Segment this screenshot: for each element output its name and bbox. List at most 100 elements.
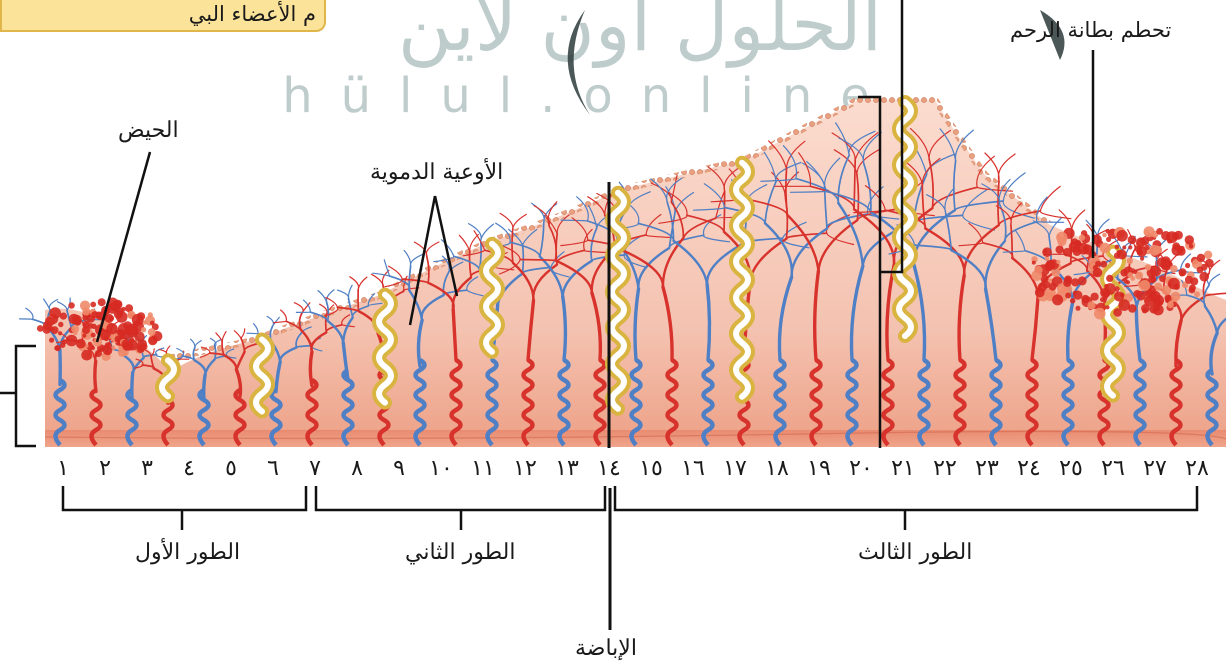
blood-clot [1139,280,1150,291]
blood-clot [1144,245,1150,251]
blood-clot [1185,276,1193,284]
vessel-branch [459,235,469,251]
blood-clot [1100,243,1111,254]
blood-clot [1128,235,1137,244]
day-number: ٣ [132,456,162,481]
blood-clot [60,313,67,320]
vessel-branch [512,232,513,263]
blood-clot [55,345,61,351]
blood-clot [1156,228,1163,235]
day-number: ٢٢ [930,456,960,481]
phase-2-label: الطور الثاني [405,540,515,565]
blood-clot [1179,268,1187,276]
blood-clot [1167,301,1174,308]
blood-clot [1172,242,1180,250]
vessel-branch [998,154,1015,181]
vessel-branch [26,308,33,319]
blood-clot [1076,306,1081,311]
blood-clot [1126,280,1130,284]
blood-clot [1070,298,1076,304]
vessel-branch [222,332,226,341]
blood-clot [1115,245,1120,250]
blood-clot [1102,233,1107,238]
blood-clot [123,321,132,330]
vessel-branch [195,341,201,348]
blood-clot [1151,277,1157,283]
blood-clot [88,344,94,350]
blood-clot [1205,259,1214,268]
blood-clot [137,312,145,320]
day-number: ١٣ [552,456,582,481]
vessel-branch [294,303,303,313]
blood-clot [49,338,54,343]
blood-clot [91,324,96,329]
blood-clot [1153,248,1159,254]
blood-clot [1171,292,1181,302]
blood-clot [1128,245,1132,249]
blood-clot [91,333,96,338]
vessel-branch [216,333,222,341]
vessel-branch [318,291,327,302]
day-number: ١ [48,456,78,481]
blood-clot [1038,283,1047,292]
phase-1-bracket [63,486,306,530]
day-number: ١٢ [510,456,540,481]
vessel-branch [1037,222,1064,223]
blood-clot [1105,305,1109,309]
vessel-branch [358,277,367,290]
blood-clot [58,331,62,335]
blood-clot [58,322,63,327]
day-number: ١٠ [426,456,456,481]
vessel-branch [724,191,725,232]
blood-clot [1185,263,1190,268]
blood-clot [1194,291,1200,297]
phase-1-label: الطور الأول [135,540,240,565]
blood-clot [1052,294,1063,305]
blood-clot [141,327,146,332]
blood-clot [1116,230,1128,242]
top-title-badge: م الأعضاء البي [0,0,326,32]
day-number: ٢٥ [1056,456,1086,481]
vessel-branch [132,373,133,399]
vessel-branch [166,346,170,354]
blood-clot [1199,272,1209,282]
blood-clot [1063,279,1071,287]
day-number: ١٦ [678,456,708,481]
blood-clot [1127,258,1133,264]
blood-clot [1166,231,1178,243]
blood-clot [1079,234,1085,240]
blood-clot [1118,299,1130,311]
day-number: ١٩ [804,456,834,481]
blood-clot [1133,290,1140,297]
label-endometrium-breakdown: تحطم بطانة الرحم [1010,18,1171,42]
blood-clot [1133,270,1137,274]
vessel-branch [348,285,352,298]
vessel-branch [426,242,439,257]
day-number: ١١ [468,456,498,481]
blood-clot [1073,291,1077,295]
blood-clot [113,305,120,312]
blood-clot [1104,284,1108,288]
vessel-branch [241,329,245,338]
day-number: ١٨ [762,456,792,481]
blood-clot [1159,275,1166,282]
vessel-branch [302,303,310,313]
left-thickness-bracket [0,346,36,446]
vessel-branch [854,160,855,209]
vessel-branch [373,273,390,276]
blood-clot [95,350,102,357]
vessel-branch [1072,210,1085,230]
day-number: ٢ [90,456,120,481]
vessel-branch [500,213,513,232]
blood-clot [82,308,90,316]
blood-clot [1140,257,1144,261]
blood-clot [1100,297,1105,302]
blood-clot [1114,286,1119,291]
blood-clot [1185,235,1194,244]
blood-clot [1083,244,1093,254]
blood-clot [1170,265,1178,273]
vessel-branch [371,274,382,284]
blood-clot [68,302,74,308]
blood-clot [106,323,117,334]
blood-clot [1042,247,1052,257]
